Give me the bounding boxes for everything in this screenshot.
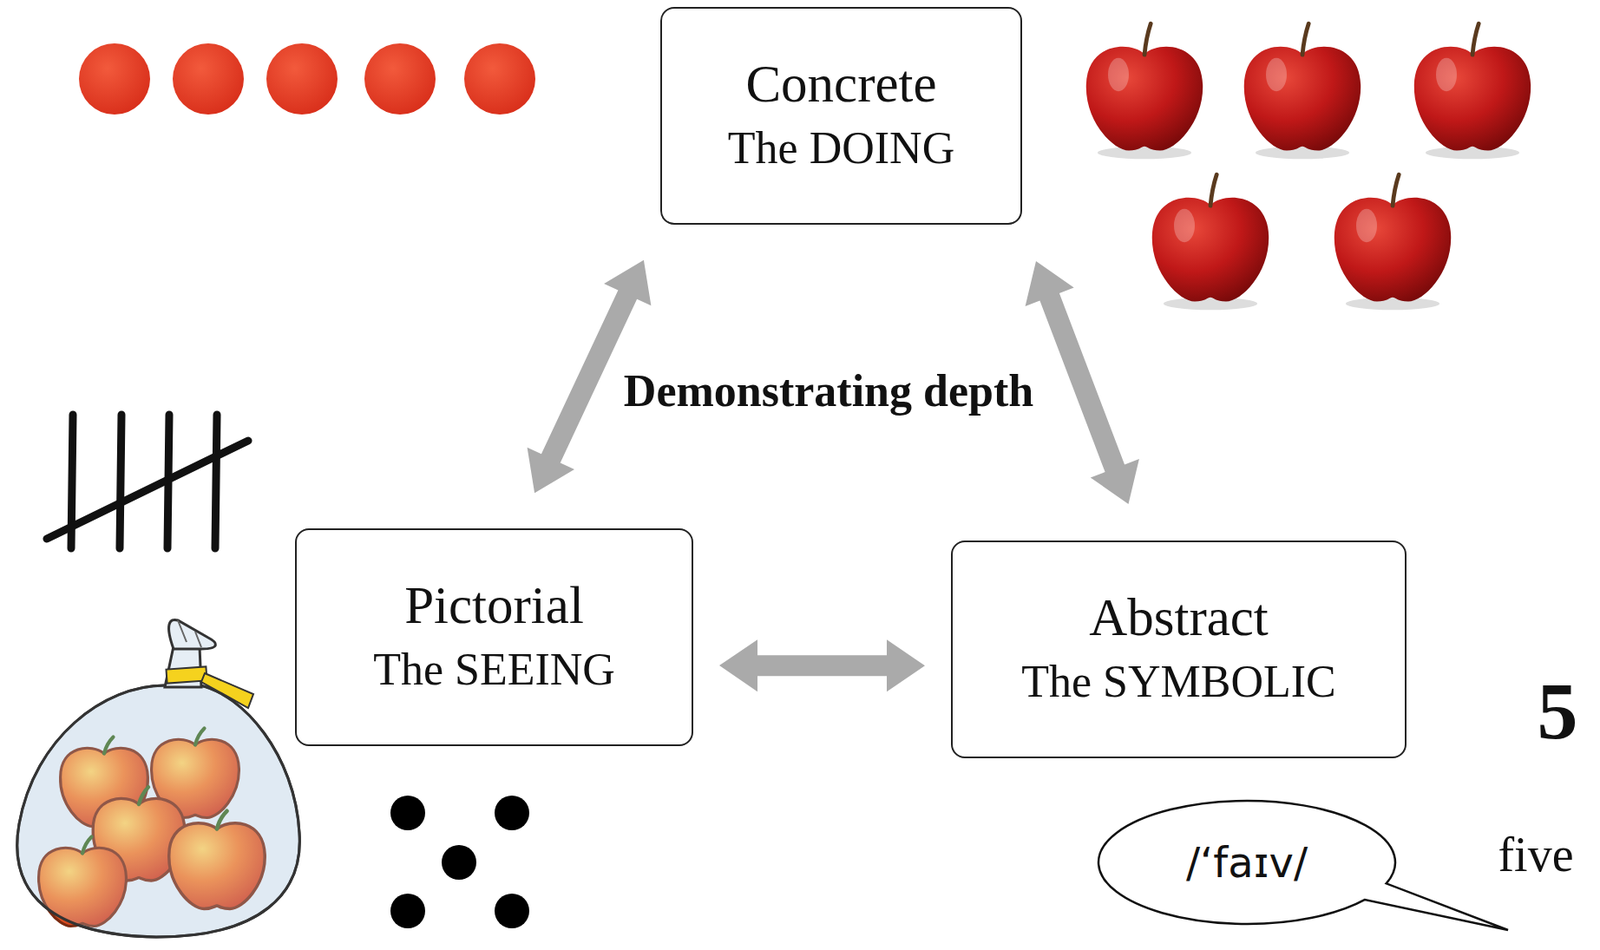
stage-box: PictorialThe SEEING xyxy=(295,528,694,747)
speech-text: /‘faɪv/ xyxy=(1186,838,1308,887)
stage-box: ConcreteThe DOING xyxy=(660,6,1023,225)
stage-box: AbstractThe SYMBOLIC xyxy=(950,540,1407,759)
apples xyxy=(1086,23,1531,310)
double-arrow xyxy=(1025,261,1140,505)
center-label: Demonstrating depth xyxy=(620,360,1037,422)
number-word: five xyxy=(1497,828,1574,883)
apple-bag xyxy=(17,619,301,938)
double-arrow xyxy=(719,639,925,692)
stage-subtitle: The SYMBOLIC xyxy=(1021,650,1337,715)
tally-marks xyxy=(46,414,249,549)
red-dots xyxy=(78,43,536,115)
dot-pattern xyxy=(390,795,530,929)
stage-subtitle: The SEEING xyxy=(373,638,616,702)
numeral: 5 xyxy=(1537,666,1579,756)
stage-subtitle: The DOING xyxy=(727,117,955,181)
stage-name: Concrete xyxy=(745,51,937,118)
speech-bubble: /‘faɪv/ xyxy=(1096,799,1397,926)
stage-name: Abstract xyxy=(1088,584,1269,651)
stage-name: Pictorial xyxy=(404,572,584,639)
